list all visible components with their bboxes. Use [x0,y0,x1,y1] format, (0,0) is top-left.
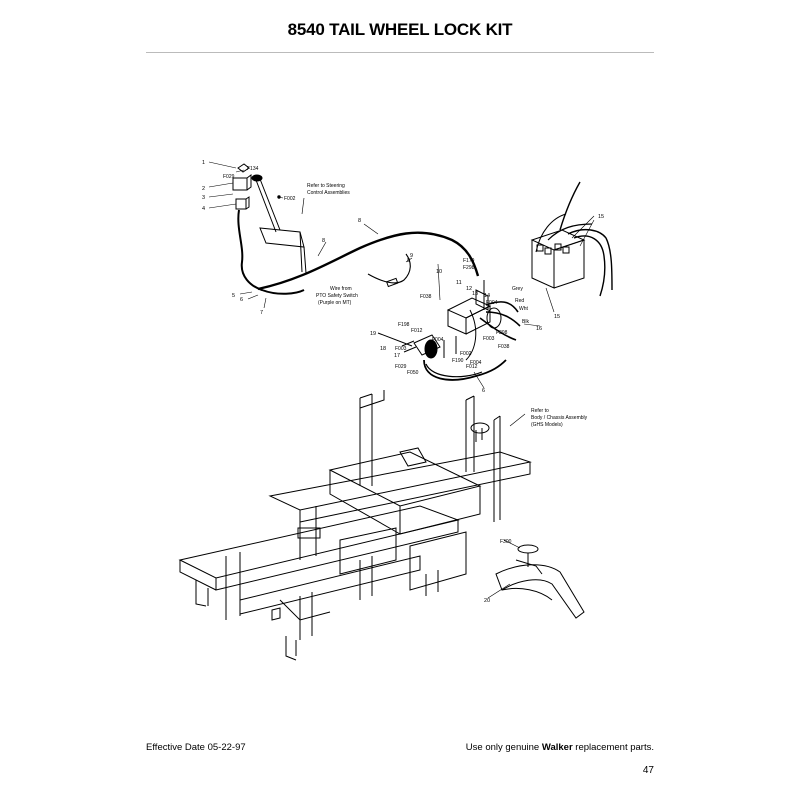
callout-labels: 1 2 3 4 5 6 7 8 8 8 9 10 11 12 13 14 15 … [202,160,604,604]
note-steering-line2: Control Assemblies [307,190,350,196]
note-pto-line3: (Purple on MT) [318,300,352,306]
genuine-parts-notice: Use only genuine Walker replacement part… [466,742,654,753]
lock-lever-assembly [232,163,307,274]
tractor-chassis [178,390,532,661]
leader-lines [208,161,595,599]
callout-6: 6 [240,297,243,303]
title-divider [146,52,654,53]
callout-8a: 8 [322,238,325,244]
callout-11: 11 [456,280,462,286]
callout-17: 17 [394,353,400,359]
wire-wht-label: Wht [519,306,529,312]
notice-prefix: Use only genuine [465,742,542,753]
callout-f029a: F029 [223,174,235,180]
callout-f012a: F012 [411,328,423,334]
connector-block [530,181,613,297]
callout-13: 13 [472,291,478,297]
callout-f134: F134 [247,166,259,172]
callout-19: 19 [370,331,376,337]
callout-16: 16 [536,326,542,332]
callout-5: 5 [232,293,235,299]
wire-red-label: Red [515,298,524,304]
callout-6b: 6 [482,388,485,394]
note-body-line2: Body / Chassis Assembly [531,415,588,421]
note-steering-line1: Refer to Steering [307,183,345,189]
callout-f004b: F004 [432,337,444,343]
callout-10: 10 [436,269,442,275]
callout-f179: F179 [463,258,475,264]
callout-f038b: F038 [498,344,510,350]
callout-f190: F190 [452,358,464,364]
callout-8b: 8 [358,218,361,224]
callout-f002a: F002 [284,196,296,202]
note-pto-line2: PTO Safety Switch [316,293,358,299]
callout-f003b: F003 [483,336,495,342]
page-title: 8540 TAIL WHEEL LOCK KIT [287,20,513,39]
callout-18: 18 [380,346,386,352]
solenoid-assembly [377,280,521,381]
notice-suffix: replacement parts. [572,742,654,753]
note-body-line3: (GHS Models) [531,422,563,428]
callout-f050: F050 [407,370,419,376]
callout-f298a: F298 [463,265,475,271]
callout-f029b: F029 [395,364,407,370]
note-pto-line1: Wire from [330,286,352,292]
callout-f004a: F004 [486,300,498,306]
callout-15a: 15 [598,214,604,220]
page-number: 47 [642,765,654,776]
callout-2: 2 [202,186,205,192]
callout-f012b: F012 [466,364,478,370]
callout-f004c: F004 [470,360,482,366]
wire-blk-label: Blk [522,319,529,325]
callout-f038a: F038 [420,294,432,300]
main-harness [257,231,480,291]
callout-15b: 15 [554,314,560,320]
note-body-line1: Refer to [531,408,549,414]
callout-f003a: F003 [395,346,407,352]
callout-7: 7 [260,310,263,316]
callout-20: 20 [484,598,490,604]
pto-wire [367,253,411,284]
callout-4: 4 [202,206,205,212]
brand-name: Walker [541,742,573,753]
callout-1: 1 [202,160,205,166]
tail-wheel-lock-pedal [495,544,585,619]
callout-9: 9 [410,253,413,259]
callout-f300: F300 [500,539,512,545]
callout-f198: F198 [398,322,410,328]
effective-date: Effective Date 05-22-97 [146,742,246,753]
callout-3: 3 [202,195,205,201]
callout-f298b: F298 [496,330,508,336]
callout-8c: 8 [407,258,410,264]
callout-f002b: F002 [460,351,472,357]
wire-grey-label: Grey [512,286,523,292]
callout-14: 14 [484,293,490,299]
callout-12: 12 [466,286,472,292]
switch-harness [237,209,305,295]
